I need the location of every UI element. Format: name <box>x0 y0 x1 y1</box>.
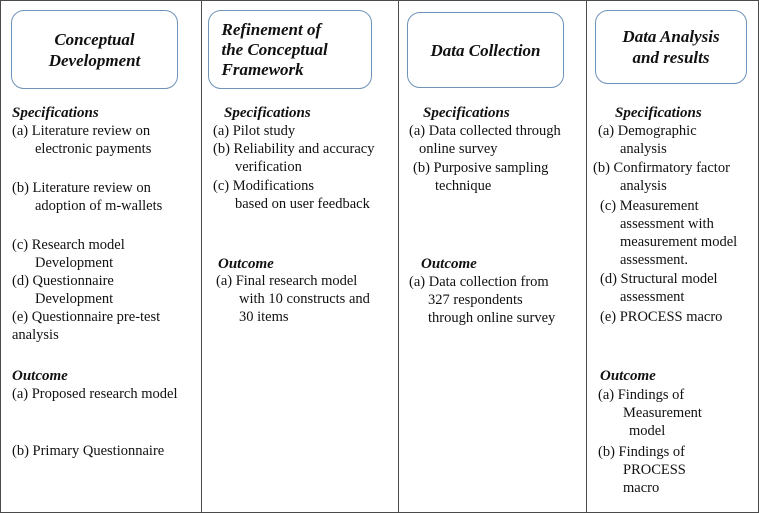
specifications-heading: Specifications <box>12 105 99 121</box>
specifications-heading: Specifications <box>224 105 311 121</box>
outcome-item: (b) Primary Questionnaire <box>12 443 165 459</box>
stage-title: Conceptual Development <box>48 29 141 70</box>
title-box-data-collection: Data Collection <box>407 12 564 88</box>
column-conceptual-development: Conceptual Development Specifications (a… <box>0 0 201 513</box>
column-data-analysis: Data Analysis and results Specifications… <box>587 0 759 513</box>
outcome-item: (a) Final research model with 10 constru… <box>216 273 370 325</box>
outcome-item: (b) Findings of PROCESS macro <box>598 444 686 496</box>
column-divider-3 <box>586 0 587 513</box>
column-divider-1 <box>201 0 202 513</box>
title-box-conceptual-development: Conceptual Development <box>11 10 178 89</box>
column-divider-2 <box>398 0 399 513</box>
specification-item: (c) Measurement assessment with measurem… <box>600 198 738 268</box>
specification-item: (e) PROCESS macro <box>600 309 723 325</box>
specification-item: (d) Structural model assessment <box>600 271 718 305</box>
specification-item: (b) Purposive sampling technique <box>413 160 549 194</box>
stage-title: Refinement of the Conceptual Framework <box>221 19 328 79</box>
specification-item: (b) Literature review on adoption of m-w… <box>12 180 163 214</box>
column-refinement-framework: Refinement of the Conceptual Framework S… <box>202 0 398 513</box>
specification-item: (b) Reliability and accuracy verificatio… <box>213 141 375 175</box>
specification-item: (b) Confirmatory factor analysis <box>593 160 730 194</box>
stage-title: Data Analysis and results <box>622 27 720 67</box>
specification-item: (a) Demographic analysis <box>598 123 697 157</box>
outcome-item: (a) Findings of Measurement model <box>598 387 702 439</box>
column-data-collection: Data Collection Specifications (a) Data … <box>399 0 586 513</box>
outcome-item: (a) Data collection from 327 respondents… <box>409 274 556 326</box>
outcome-heading: Outcome <box>12 368 68 384</box>
outcome-heading: Outcome <box>421 256 477 272</box>
specifications-heading: Specifications <box>615 105 702 121</box>
specification-item: (a) Literature review on electronic paym… <box>12 123 152 157</box>
specifications-heading: Specifications <box>423 105 510 121</box>
title-box-refinement-framework: Refinement of the Conceptual Framework <box>208 10 372 89</box>
specification-item: (a) Pilot study <box>213 123 296 139</box>
outcome-item: (a) Proposed research model <box>12 386 178 402</box>
title-box-data-analysis: Data Analysis and results <box>595 10 747 84</box>
specification-item: (e) Questionnaire pre-test analysis <box>12 309 161 343</box>
specification-item: (c) Modifications based on user feedback <box>213 178 370 212</box>
specification-item: (d) Questionnaire Development <box>12 273 114 307</box>
stage-title: Data Collection <box>430 40 541 60</box>
outcome-heading: Outcome <box>218 256 274 272</box>
outcome-heading: Outcome <box>600 368 656 384</box>
specification-item: (a) Data collected through online survey <box>409 123 561 157</box>
specification-item: (c) Research model Development <box>12 237 125 271</box>
